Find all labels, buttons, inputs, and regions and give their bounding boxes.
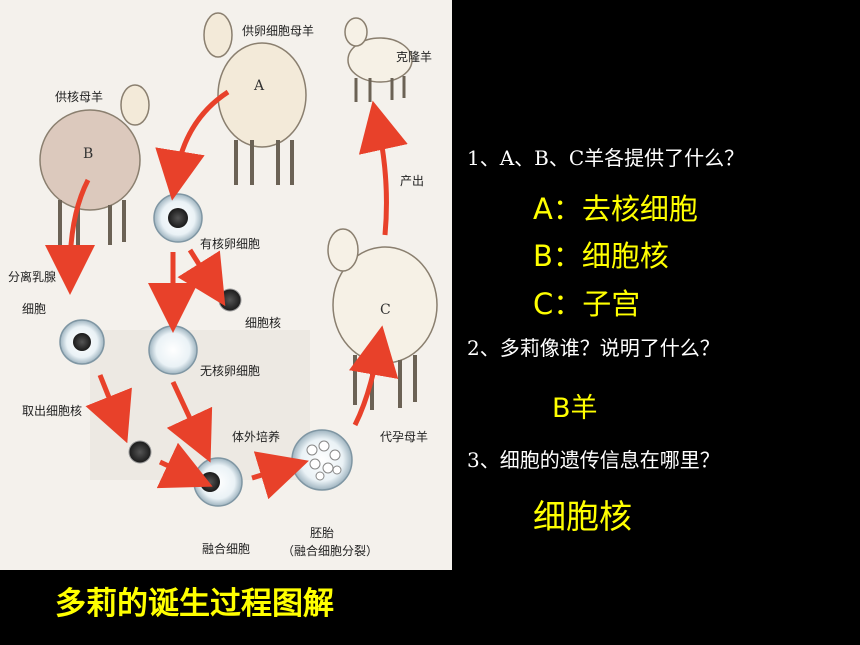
- question-1: 1、A、B、C羊各提供了什么？: [467, 146, 745, 170]
- label-embryo-note: （融合细胞分裂）: [282, 544, 379, 558]
- answer-2: B羊: [552, 393, 598, 424]
- embryo-cell: [291, 429, 353, 491]
- sheep-b: [39, 84, 150, 248]
- answer-a: A：去核细胞: [533, 192, 698, 226]
- answer-3: 细胞核: [533, 497, 632, 536]
- label-surrogate-ewe: 代孕母羊: [380, 430, 429, 444]
- label-donor-nucleus-ewe: 供核母羊: [55, 90, 104, 104]
- process-arrows: [45, 89, 408, 500]
- enucleated-egg-cell: [148, 325, 198, 375]
- label-cell: 细胞: [22, 302, 47, 316]
- label-extract-nucleus: 取出细胞核: [22, 404, 83, 418]
- label-nucleus: 细胞核: [245, 316, 282, 330]
- question-3: 3、细胞的遗传信息在哪里？: [467, 448, 720, 472]
- diagram-caption: 多莉的诞生过程图解: [55, 586, 334, 622]
- label-donor-egg-ewe: 供卵细胞母羊: [242, 24, 315, 38]
- answer-b: B：细胞核: [533, 239, 669, 273]
- mammary-cell: [59, 319, 105, 365]
- label-embryo: 胚胎: [310, 526, 335, 540]
- label-in-vitro-culture: 体外培养: [232, 430, 281, 444]
- label-nucleated-egg: 有核卵细胞: [200, 237, 261, 251]
- sheep-a-letter: A: [254, 78, 265, 94]
- question-2: 2、多莉像谁？说明了什么？: [467, 336, 720, 360]
- clone-sheep: [344, 17, 413, 102]
- diagram-graphics: [39, 12, 438, 507]
- label-separate-mammary: 分离乳腺: [8, 270, 57, 284]
- sheep-c: [327, 228, 438, 410]
- label-enucleated-egg: 无核卵细胞: [200, 364, 261, 378]
- nucleated-egg-cell: [153, 193, 203, 243]
- sheep-c-letter: C: [380, 302, 391, 318]
- label-birth: 产出: [400, 174, 425, 188]
- label-clone-sheep: 克隆羊: [396, 50, 433, 64]
- cloning-diagram: A B C 供卵细胞母羊 克隆羊 供核母羊 分离乳腺 细胞 有核卵细胞 细胞核 …: [0, 0, 452, 570]
- answer-c: C：子宫: [533, 287, 641, 321]
- fused-cell: [193, 457, 243, 507]
- sheep-b-letter: B: [83, 146, 94, 162]
- label-fused-cell: 融合细胞: [202, 542, 251, 556]
- extracted-nucleus: [128, 440, 152, 464]
- removed-nucleus: [218, 288, 242, 312]
- sheep-a: [203, 12, 307, 185]
